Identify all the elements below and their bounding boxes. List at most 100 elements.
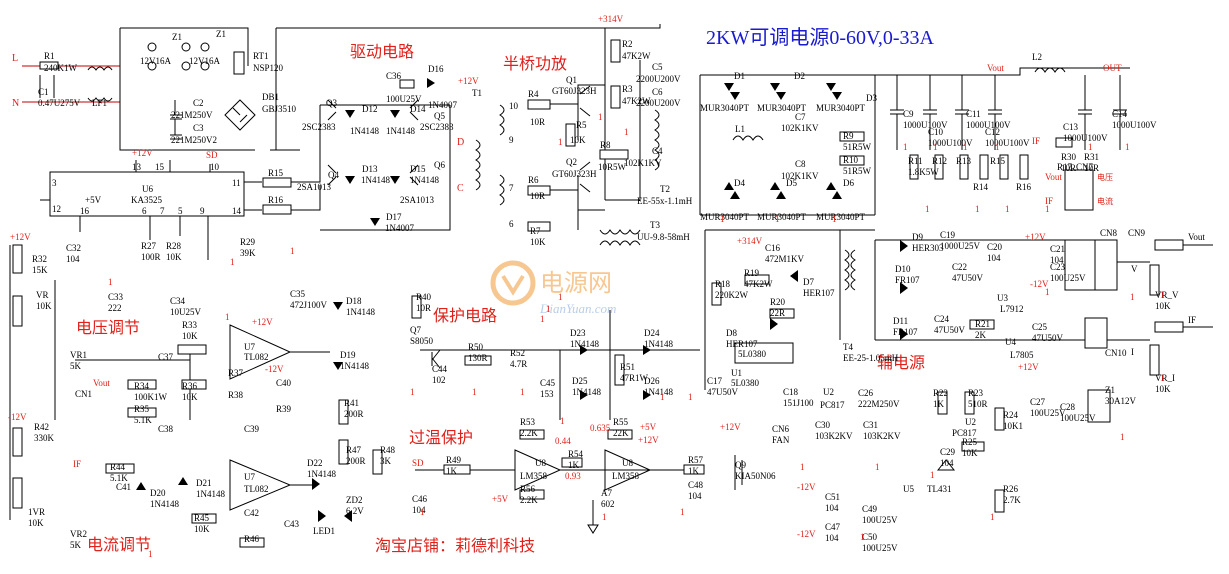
- ic-U7-ref: U7: [244, 342, 255, 352]
- ref-Z1b: Z1: [216, 29, 226, 39]
- part-val-r49: 1K: [446, 466, 458, 476]
- part-ref-d18: D18: [346, 296, 362, 306]
- part-val-d24: 1N4148: [644, 339, 673, 349]
- ground-marker: 1: [290, 246, 295, 256]
- part-ref-d22: D22: [307, 458, 323, 468]
- part-ref-q9: Q9: [735, 460, 746, 470]
- ref-R3: R3: [622, 84, 633, 94]
- val-R3: 47K2W: [622, 96, 651, 106]
- watermark-logo: 电源网 DianYuan.com: [490, 260, 616, 316]
- part-val-c28: 100U25V: [1060, 413, 1096, 423]
- part-ref-zd2: ZD2: [346, 495, 363, 505]
- pr-sd: SD: [412, 458, 424, 468]
- section-half-bridge: 半桥功放: [503, 55, 567, 73]
- hb-pin6: 6: [509, 219, 514, 229]
- ic-U5-ref: U5: [903, 484, 914, 494]
- part-val-r25: 10K: [962, 448, 978, 458]
- ic-U2-ref: U2: [823, 387, 834, 397]
- drive-circuit: R15 R16 Q3 2SC2383 Q4 2SA1013 Q5 2SC2383…: [262, 64, 482, 233]
- part-val-r53: 2.2K: [520, 428, 538, 438]
- part-ref-d25: D25: [572, 376, 588, 386]
- part-val-c47: 104: [825, 533, 839, 543]
- part-ref-r29: R29: [240, 237, 256, 247]
- part-val-c25: 47U50V: [1032, 333, 1063, 343]
- ground-marker: 1: [990, 512, 995, 522]
- part-val-c23: 100U25V: [1050, 273, 1086, 283]
- part-ref-c50: C50: [862, 532, 878, 542]
- ground-marker: 1: [1005, 204, 1010, 214]
- aux-minus12b: -12V: [797, 482, 816, 492]
- part-val-r41: 200R: [344, 409, 364, 419]
- part-ref-t4: T4: [843, 342, 853, 352]
- part-ref-r36: R36: [182, 381, 198, 391]
- part-val-r34: 100K1W: [134, 392, 167, 402]
- part-val-c29: 104: [940, 458, 954, 468]
- part-val-r50: 130R: [468, 353, 488, 363]
- part-ref-r31: R31: [1084, 152, 1099, 162]
- ref-D15: D15: [410, 164, 426, 174]
- ref-R7: R7: [530, 226, 541, 236]
- ground-marker: 1: [995, 142, 1000, 152]
- aux-minus12c: -12V: [797, 529, 816, 539]
- aux-minus12: -12V: [1030, 279, 1049, 289]
- part-ref-r21: R21: [975, 319, 990, 329]
- part-ref-led1: LED1: [313, 526, 335, 536]
- part-val-z1: 30A12V: [1105, 396, 1136, 406]
- part-ref-r23: R23: [968, 388, 984, 398]
- part-val-c14: 1000U100V: [1112, 120, 1157, 130]
- part-ref-r53: R53: [520, 417, 536, 427]
- part-ref-c33: C33: [108, 292, 124, 302]
- part-ref-c9: C9: [903, 109, 914, 119]
- u6-plus5: +5V: [85, 195, 102, 205]
- protection: U8 LM358 U8 LM358 0.44 0.93 0.635 +5V +1…: [412, 310, 743, 534]
- ref-R4: R4: [528, 89, 539, 99]
- part-ref-1vr: 1VR: [28, 507, 45, 517]
- val-Q6: 2SA1013: [400, 195, 435, 205]
- part-val-d7: HER107: [803, 288, 835, 298]
- val-C8: 102K1KV: [781, 171, 819, 181]
- cn7-vsense: 电压: [1097, 172, 1113, 182]
- part-val-r20: 22R: [770, 308, 785, 318]
- part-ref-c28: C28: [1060, 402, 1076, 412]
- part-ref-c18: C18: [783, 387, 799, 397]
- bleeder-resistor: [979, 154, 989, 180]
- ic-U6-name: KA3525: [131, 195, 162, 205]
- part-val-c46: 104: [412, 505, 426, 515]
- val-Q3: 2SC2383: [302, 122, 336, 132]
- ground-marker: 1: [875, 462, 880, 472]
- u6-pin15: 15: [155, 162, 165, 172]
- part-val-r42: 330K: [34, 433, 55, 443]
- part-ref-c47: C47: [825, 522, 841, 532]
- part-val-d9: HER303: [912, 243, 944, 253]
- part-val-d21: 1N4148: [196, 489, 225, 499]
- part-ref-c48: C48: [688, 480, 704, 490]
- part-val-a7: 602: [601, 499, 615, 509]
- ref-R31: R16: [268, 195, 284, 205]
- part-val-r57: 1K: [688, 466, 700, 476]
- part-val-c26: 222M250V: [858, 399, 900, 409]
- val-C6: 2200U200V: [636, 98, 681, 108]
- part-val-r40: 10R: [416, 303, 431, 313]
- ref-T2: T2: [660, 184, 670, 194]
- part-val-c16: 472M1KV: [765, 254, 805, 264]
- val-R4: 10R: [530, 117, 545, 127]
- ground-marker: 1: [108, 277, 113, 287]
- ground-marker: 1: [1088, 142, 1093, 152]
- pr-plus5: +5V: [640, 422, 657, 432]
- ref-Q3: Q3: [326, 98, 337, 108]
- net-plus314b: +314V: [737, 236, 763, 246]
- ref-D5: D5: [786, 178, 797, 188]
- part-val-r23: 510R: [968, 399, 988, 409]
- part-ref-c45: C45: [540, 378, 556, 388]
- part-val-r33: 10K: [182, 331, 198, 341]
- part-ref-c11: C11: [966, 109, 981, 119]
- part-ref-r30: R30: [1061, 152, 1077, 162]
- part-ref-c25: C25: [1032, 322, 1048, 332]
- conn-if: IF: [1188, 315, 1196, 325]
- ground-marker: 1: [540, 314, 545, 324]
- ground-marker: 1: [520, 387, 525, 397]
- ground-marker: 1: [1045, 204, 1050, 214]
- part-ref-c20: C20: [987, 242, 1003, 252]
- readout-044: 0.44: [555, 436, 571, 446]
